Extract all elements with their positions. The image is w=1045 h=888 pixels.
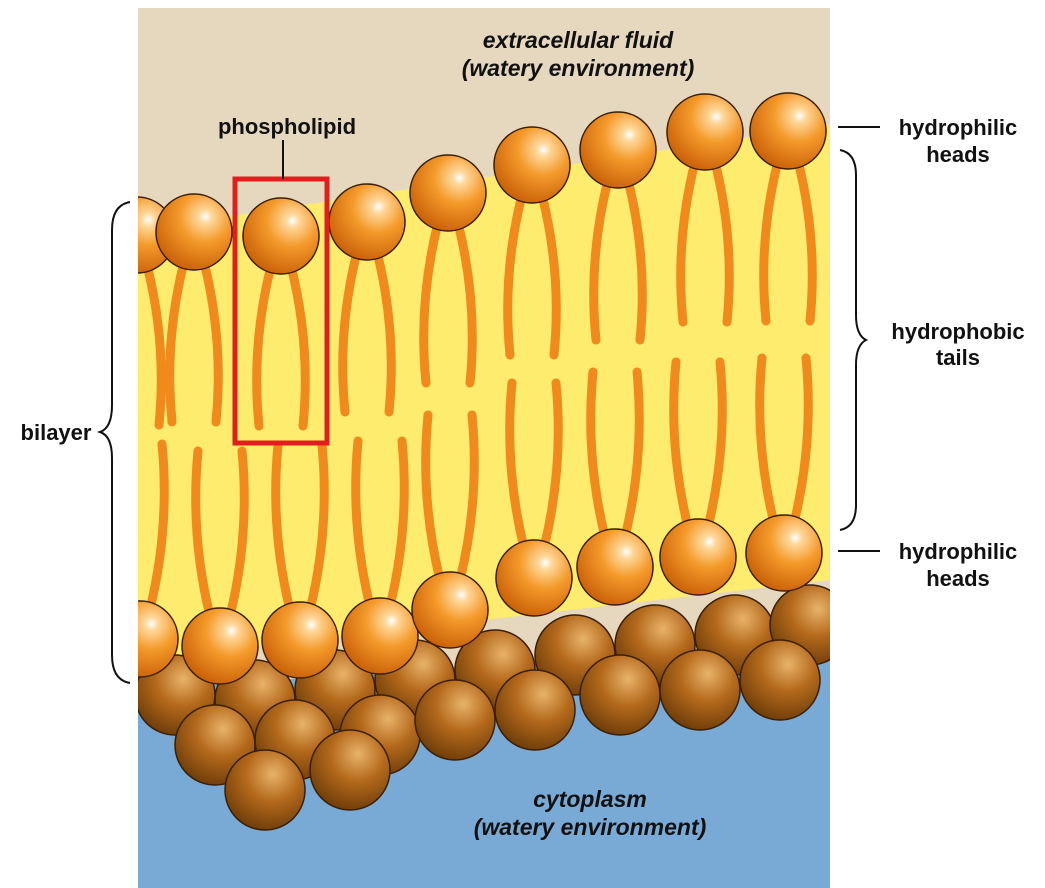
hydrophilic-head	[496, 540, 572, 616]
hydrophilic-head	[667, 94, 743, 170]
cytoplasm-label-line2: (watery environment)	[474, 814, 707, 840]
hydrophilic-head	[329, 184, 405, 260]
back-head	[310, 730, 390, 810]
hydrophilic-heads-top-line2: heads	[926, 142, 990, 167]
extracellular-label-line2: (watery environment)	[462, 55, 695, 81]
hydrophilic-head	[342, 598, 418, 674]
hydrophilic-head	[580, 112, 656, 188]
hydrophilic-head	[494, 127, 570, 203]
bilayer-label: bilayer	[21, 420, 92, 445]
hydrophilic-head	[262, 602, 338, 678]
bilayer-bracket	[100, 202, 130, 683]
tail-strand	[116, 444, 130, 609]
hydrophilic-head	[412, 572, 488, 648]
hydrophobic-tails-line1: hydrophobic	[891, 319, 1024, 344]
back-head	[495, 670, 575, 750]
hydrophilic-heads-bottom-line2: heads	[926, 566, 990, 591]
hydrophilic-head	[182, 608, 258, 684]
cytoplasm-label-line1: cytoplasm	[533, 786, 647, 812]
hydrophilic-heads-bottom-line1: hydrophilic	[899, 539, 1018, 564]
back-head	[740, 640, 820, 720]
back-head	[660, 650, 740, 730]
hydrophilic-head	[577, 529, 653, 605]
hydrophilic-head	[156, 194, 232, 270]
hydrophilic-head	[746, 515, 822, 591]
back-head	[225, 750, 305, 830]
hydrophilic-head	[243, 198, 319, 274]
hydrophilic-head	[410, 155, 486, 231]
hydrophilic-heads-top-line1: hydrophilic	[899, 115, 1018, 140]
hydrophobic-tails-bracket	[840, 150, 866, 530]
membrane-strip	[99, 8, 850, 888]
hydrophilic-head	[660, 519, 736, 595]
phospholipid-label: phospholipid	[218, 114, 356, 139]
tail-strand	[113, 265, 127, 425]
extracellular-label-line1: extracellular fluid	[483, 27, 674, 53]
hydrophobic-tails-line2: tails	[936, 345, 980, 370]
back-head	[415, 680, 495, 760]
hydrophilic-head	[750, 93, 826, 169]
back-head	[580, 655, 660, 735]
